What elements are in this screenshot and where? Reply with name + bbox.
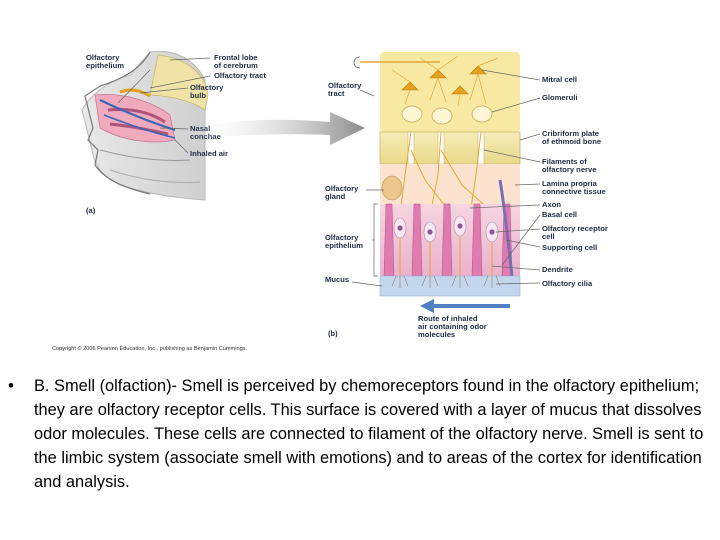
label-b-olfactory-tract-1: Olfactory — [328, 81, 362, 90]
label-route-1: Route of inhaled — [418, 314, 478, 323]
label-frontal-lobe-1: Frontal lobe — [214, 53, 257, 62]
label-olfactory-bulb-1: Olfactory — [190, 83, 224, 92]
svg-text:molecules: molecules — [418, 330, 455, 339]
label-lamina-propria-2: connective tissue — [542, 187, 606, 196]
bullet-item: • B. Smell (olfaction)- Smell is perceiv… — [6, 374, 718, 494]
label-mitral-cell: Mitral cell — [542, 75, 577, 84]
bullet-dot: • — [8, 376, 14, 395]
svg-text:of cerebrum: of cerebrum — [214, 61, 258, 70]
left-brackets — [351, 89, 384, 287]
label-frontal-lobe-2: of cerebrum — [214, 61, 258, 70]
jaw — [109, 169, 201, 183]
panel-b-leaders — [469, 69, 541, 285]
label-inhaled-air: Inhaled air — [190, 149, 228, 158]
label-a-olfactory-epithelium-1: Olfactory — [86, 53, 120, 62]
svg-text:Frontal lobe: Frontal lobe — [214, 53, 257, 62]
svg-text:Lamina propria: Lamina propria — [542, 179, 598, 188]
svg-text:Olfactory: Olfactory — [325, 184, 359, 193]
label-b-olfactory-epithelium-1: Olfactory — [325, 233, 359, 242]
panel-a-leaders — [117, 57, 211, 154]
copyright-notice: Copyright © 2006 Pearson Education, Inc.… — [52, 345, 247, 352]
label-mucus: Mucus — [325, 275, 349, 284]
label-route-2: air containing odor — [418, 322, 487, 331]
label-olfactory-cilia: Olfactory cilia — [542, 279, 593, 288]
zoom-arrow — [185, 112, 365, 145]
label-dendrite: Dendrite — [542, 265, 573, 274]
inhaled-air-arrow-2 — [103, 114, 176, 139]
receptor-dendrites — [399, 236, 493, 276]
mucus-layer — [379, 275, 521, 297]
svg-text:Olfactory: Olfactory — [190, 83, 224, 92]
label-a-olfactory-epithelium-2: epithelium — [86, 61, 124, 70]
svg-text:of ethmoid bone: of ethmoid bone — [542, 137, 601, 146]
label-filaments-2: olfactory nerve — [542, 165, 596, 174]
label-receptor-cell-1: Olfactory receptor — [542, 224, 608, 233]
svg-text:Route of inhaled: Route of inhaled — [418, 314, 478, 323]
glomeruli — [401, 105, 493, 125]
svg-text:tract: tract — [328, 89, 345, 98]
svg-text:Cribriform plate: Cribriform plate — [542, 129, 599, 138]
label-axon: Axon — [542, 200, 561, 209]
lamina-propria — [380, 164, 520, 204]
svg-text:epithelium: epithelium — [86, 61, 124, 70]
svg-text:epithelium: epithelium — [325, 241, 363, 250]
label-lamina-propria-1: Lamina propria — [542, 179, 598, 188]
label-cribriform-1: Cribriform plate — [542, 129, 599, 138]
label-basal-cell: Basal cell — [542, 210, 577, 219]
label-b-olfactory-tract-2: tract — [328, 89, 345, 98]
mitral-dendrites — [391, 55, 499, 107]
bullet-text: B. Smell (olfaction)- Smell is perceived… — [34, 377, 704, 491]
svg-text:air containing odor: air containing odor — [418, 322, 487, 331]
label-olfactory-bulb-2: bulb — [190, 91, 206, 100]
olfactory-cilia — [391, 275, 501, 288]
olfactory-tract-end — [353, 56, 361, 69]
svg-text:Olfactory receptor: Olfactory receptor — [542, 224, 608, 233]
svg-text:Olfactory: Olfactory — [328, 81, 362, 90]
label-glomeruli: Glomeruli — [542, 93, 577, 102]
olfactory-bulb-small — [119, 88, 151, 98]
label-panel-a: (a) — [86, 206, 96, 215]
label-receptor-cell-2: cell — [542, 232, 555, 241]
nasal-concha-1 — [107, 108, 166, 124]
nerve-bundle — [498, 179, 514, 277]
svg-text:cell: cell — [542, 232, 555, 241]
svg-text:bulb: bulb — [190, 91, 206, 100]
label-cribriform-2: of ethmoid bone — [542, 137, 601, 146]
label-panel-b: (b) — [328, 329, 338, 338]
palate — [99, 149, 191, 161]
receptor-nuclei — [397, 223, 495, 235]
olfactory-gland-shape — [381, 175, 403, 201]
label-olfactory-gland-1: Olfactory — [325, 184, 359, 193]
label-b-olfactory-epithelium-2: epithelium — [325, 241, 363, 250]
svg-text:olfactory nerve: olfactory nerve — [542, 165, 596, 174]
label-filaments-1: Filaments of — [542, 157, 587, 166]
label-supporting-cell: Supporting cell — [542, 243, 597, 252]
panel-b: Mitral cell Glomeruli Cribriform plate o… — [325, 52, 608, 339]
svg-text:Olfactory: Olfactory — [325, 233, 359, 242]
inhaled-air-arrow — [99, 99, 176, 132]
label-olfactory-gland-2: gland — [325, 192, 346, 201]
olfaction-diagram: Olfactory epithelium Frontal lobe of cer… — [52, 50, 608, 352]
cribriform-plate — [379, 131, 521, 165]
route-arrowhead — [420, 299, 434, 313]
svg-text:connective tissue: connective tissue — [542, 187, 606, 196]
label-a-olfactory-tract: Olfactory tract — [214, 71, 266, 80]
svg-text:gland: gland — [325, 192, 346, 201]
svg-text:Olfactory: Olfactory — [86, 53, 120, 62]
face-profile — [84, 51, 151, 195]
label-route-3: molecules — [418, 330, 455, 339]
svg-text:Filaments of: Filaments of — [542, 157, 587, 166]
nerve-filaments — [399, 131, 496, 216]
